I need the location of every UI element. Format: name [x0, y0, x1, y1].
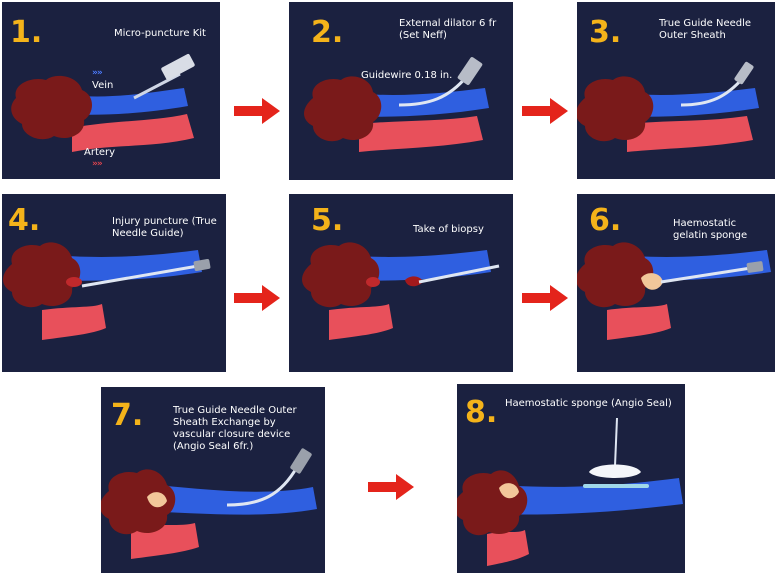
closure-device-sheath: [226, 466, 299, 507]
step-2-panel: 2. External dilator 6 fr (Set Neff) Guid…: [289, 2, 513, 180]
puncture-site: [66, 277, 82, 287]
guidewire: [398, 75, 469, 107]
vein-vessel: [62, 88, 188, 115]
micropuncture-needle: [133, 72, 181, 100]
biopsy-needle: [418, 264, 500, 284]
step-caption: Haemostatic sponge (Angio Seal): [505, 398, 672, 409]
closure-device-hub: [290, 448, 312, 474]
vein-vessel: [345, 88, 489, 117]
puncture-site: [366, 277, 380, 287]
step-number: 7.: [111, 398, 144, 433]
arrow-step-7-to-8: [368, 474, 414, 500]
organ: [457, 470, 528, 536]
artery-flow-chevrons: »»: [92, 159, 103, 169]
step-caption: Micro-puncture Kit: [114, 28, 206, 39]
artery-vessel: [487, 530, 529, 566]
step-caption: Haemostatic gelatin sponge: [673, 218, 748, 241]
artery-vessel: [42, 304, 106, 340]
organ: [304, 76, 382, 142]
step-7-panel: 7. True Guide Needle Outer Sheath Exchan…: [101, 387, 325, 573]
guidewire-label: Guidewire 0.18 in.: [361, 70, 453, 81]
sheath-hub: [746, 261, 764, 273]
gelatin-sponge: [499, 483, 519, 499]
vein-vessel: [135, 483, 317, 515]
step-caption: External dilator 6 fr (Set Neff): [399, 18, 497, 41]
artery-vessel: [329, 304, 393, 340]
step-7-illustration: [101, 448, 317, 559]
vein-label: Vein: [92, 80, 114, 91]
true-needle-guide: [81, 264, 199, 288]
step-number: 6.: [589, 203, 622, 238]
artery-label: Artery: [84, 147, 116, 158]
step-3-illustration: [577, 61, 759, 152]
syringe: [161, 54, 195, 80]
gelatin-sponge: [147, 492, 167, 508]
vein-flow-chevrons: »»: [92, 68, 103, 78]
angio-seal-suture: [614, 417, 618, 467]
organ: [302, 242, 380, 308]
step-caption: Take of biopsy: [413, 224, 484, 235]
organ: [11, 75, 93, 140]
organ: [577, 76, 654, 142]
step-number: 4.: [8, 203, 41, 238]
artery-vessel: [627, 116, 753, 152]
step-8-illustration: [457, 417, 683, 566]
step-1-illustration: [11, 54, 195, 152]
step-number: 2.: [311, 15, 344, 50]
step-caption: Injury puncture (True Needle Guide): [112, 216, 217, 239]
arrow-step-4-to-5: [234, 285, 280, 311]
step-3-panel: 3. True Guide Needle Outer Sheath: [577, 2, 775, 179]
step-6-panel: 6. Haemostatic gelatin sponge: [577, 194, 775, 372]
organ: [3, 242, 81, 308]
step-2-illustration: [304, 57, 489, 152]
artery-vessel: [607, 304, 671, 340]
step-number: 5.: [311, 203, 344, 238]
artery-vessel: [359, 116, 483, 152]
sheath-hub: [734, 61, 754, 85]
step-6-illustration: [577, 242, 771, 340]
step-caption: True Guide Needle Outer Sheath: [659, 18, 752, 41]
step-number: 1.: [10, 15, 43, 50]
step-4-panel: 4. Injury puncture (True Needle Guide): [2, 194, 226, 372]
organ: [577, 242, 654, 308]
step-4-illustration: [3, 242, 211, 340]
angio-seal-sponge: [589, 464, 641, 478]
biopsy-sample: [405, 276, 423, 287]
arrow-step-2-to-3: [522, 98, 568, 124]
sheath: [660, 266, 752, 284]
step-8-panel: 8. Haemostatic sponge (Angio Seal): [457, 384, 685, 573]
arrow-step-5-to-6: [522, 285, 568, 311]
gelatin-sponge: [641, 273, 663, 290]
step-5-illustration: [302, 242, 500, 340]
step-number: 8.: [465, 395, 498, 430]
external-dilator: [457, 57, 483, 85]
step-5-panel: 5. Take of biopsy: [289, 194, 513, 372]
needle-hub: [193, 259, 211, 271]
step-caption: True Guide Needle Outer Sheath Exchange …: [173, 405, 297, 452]
arrow-step-1-to-2: [234, 98, 280, 124]
organ: [101, 469, 176, 535]
outer-sheath: [680, 77, 745, 107]
angio-seal-anchor: [583, 484, 649, 488]
step-1-panel: 1. Micro-puncture Kit »» Vein Artery »»: [2, 2, 220, 179]
step-number: 3.: [589, 15, 622, 50]
artery-vessel: [72, 114, 194, 152]
